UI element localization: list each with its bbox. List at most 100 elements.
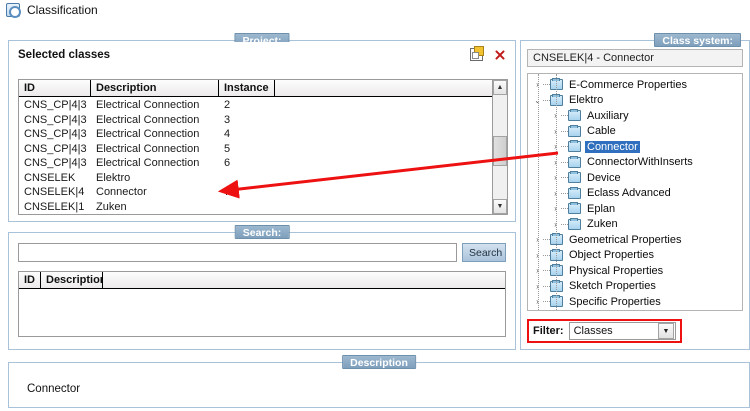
tree-item-label: Device (587, 171, 621, 184)
chevron-right-icon[interactable]: › (554, 111, 557, 121)
tree-guide-line (538, 74, 539, 310)
tree-connector-line (543, 270, 550, 272)
cell-id: CNSELEK (24, 171, 76, 184)
chevron-right-icon[interactable]: › (536, 235, 539, 245)
search-results-header: ID Description (19, 272, 505, 289)
tree-item[interactable]: ⌄ Elektro (528, 93, 742, 109)
tree-item[interactable]: › Geometrical Properties (528, 232, 742, 248)
results-column-header-filler[interactable] (103, 272, 505, 288)
tree-connector-line (561, 161, 568, 163)
tree-item-label: Zuken (587, 218, 618, 231)
folder-icon (568, 171, 581, 184)
tree-item-label: Cable (587, 125, 616, 138)
selected-classes-header: Selected classes (10, 42, 514, 68)
search-group: Search: Search ID Description (8, 225, 516, 350)
chevron-right-icon[interactable]: › (554, 204, 557, 214)
tree-connector-line (561, 208, 568, 210)
tree-item[interactable]: › Sketch Properties (528, 279, 742, 295)
cell-id: CNSELEK|4 (24, 186, 85, 198)
results-column-header-id[interactable]: ID (19, 272, 41, 288)
tree-connector-line (543, 99, 550, 101)
cell-description: Zuken (96, 200, 127, 213)
tree-item[interactable]: ›Connector (528, 139, 742, 155)
chevron-down-icon[interactable]: ⌄ (534, 95, 541, 105)
chevron-right-icon[interactable]: › (536, 266, 539, 276)
chevron-down-icon[interactable]: ▼ (658, 323, 674, 339)
column-header-id[interactable]: ID (19, 80, 91, 96)
search-button[interactable]: Search (462, 243, 506, 262)
page-title: Classification (6, 3, 98, 18)
table-row[interactable]: CNSELEK Elektro (19, 171, 507, 186)
cell-instance: 5 (224, 142, 231, 155)
scroll-down-icon[interactable]: ▼ (493, 199, 507, 214)
tree-connector-line (561, 177, 568, 179)
scrollbar-thumb[interactable] (493, 136, 507, 166)
tree-connector-line (561, 115, 568, 117)
tree-item[interactable]: ›Eplan (528, 201, 742, 217)
new-class-icon[interactable] (470, 46, 484, 61)
scroll-up-icon[interactable]: ▲ (493, 80, 507, 95)
search-results-grid: ID Description (18, 271, 506, 337)
tree-connector-line (543, 239, 550, 241)
cell-filler (275, 113, 507, 128)
filter-label: Filter: (533, 325, 564, 337)
cell-instance: 7 (224, 186, 231, 198)
class-system-tree[interactable]: ›E-Commerce Properties ⌄ Elektro›Auxiliary… (527, 73, 743, 311)
cell-filler (275, 98, 507, 113)
chevron-right-icon[interactable]: › (554, 142, 557, 152)
folder-icon (568, 202, 581, 215)
tree-item[interactable]: ›Auxiliary (528, 108, 742, 124)
tree-item[interactable]: ›Device (528, 170, 742, 186)
chevron-right-icon[interactable]: › (554, 188, 557, 198)
tree-item[interactable]: ›Object Properties (528, 248, 742, 264)
chevron-right-icon[interactable]: › (536, 80, 539, 90)
cell-description: Elektro (96, 171, 131, 184)
column-header-filler[interactable] (275, 80, 507, 96)
tree-item[interactable]: ›E-Commerce Properties (528, 77, 742, 93)
cell-instance: 4 (224, 128, 231, 140)
tree-item-label: Elektro (569, 94, 604, 107)
description-group-label: Description (342, 355, 416, 369)
column-header-instance[interactable]: Instance (219, 80, 275, 96)
column-header-description[interactable]: Description (91, 80, 219, 96)
search-results-body (19, 290, 505, 336)
tree-item[interactable]: › Eclass Advanced (528, 186, 742, 202)
filter-selected-value: Classes (573, 325, 613, 337)
folder-icon (568, 217, 581, 230)
tree-item-label: Geometrical Properties (569, 233, 682, 246)
search-input[interactable] (18, 243, 457, 262)
tree-item-label: Sketch Properties (569, 280, 656, 293)
tree-item[interactable]: › Zuken (528, 217, 742, 233)
filter-select[interactable]: Classes ▼ (568, 322, 676, 340)
cell-instance (219, 200, 275, 215)
chevron-right-icon[interactable]: › (554, 219, 557, 229)
chevron-right-icon[interactable]: › (536, 281, 539, 291)
selected-classes-scrollbar[interactable]: ▲ ▼ (492, 80, 507, 214)
chevron-right-icon[interactable]: › (554, 126, 557, 136)
tree-item[interactable]: ›Specific Properties (528, 294, 742, 310)
chevron-right-icon[interactable]: › (536, 297, 539, 307)
chevron-right-icon[interactable]: › (536, 250, 539, 260)
filter-row: Filter: Classes ▼ (527, 319, 682, 343)
results-column-header-description[interactable]: Description (41, 272, 103, 288)
cell-id: CNS_CP|4|3 (24, 157, 87, 169)
folder-icon (568, 124, 581, 137)
tree-item[interactable]: ›Physical Properties (528, 263, 742, 279)
class-system-group: Class system: CNSELEK|4 - Connector ›E-C… (520, 33, 750, 350)
cell-instance: 2 (224, 99, 231, 111)
cell-description: Electrical Connection (96, 142, 200, 155)
tree-item[interactable]: ›ConnectorWithInserts (528, 155, 742, 171)
tree-item[interactable]: › Cable (528, 124, 742, 140)
folder-icon (568, 155, 581, 168)
tree-connector-line (561, 146, 568, 148)
close-icon[interactable] (493, 48, 506, 61)
tree-item-label: Eclass Advanced (587, 187, 671, 200)
